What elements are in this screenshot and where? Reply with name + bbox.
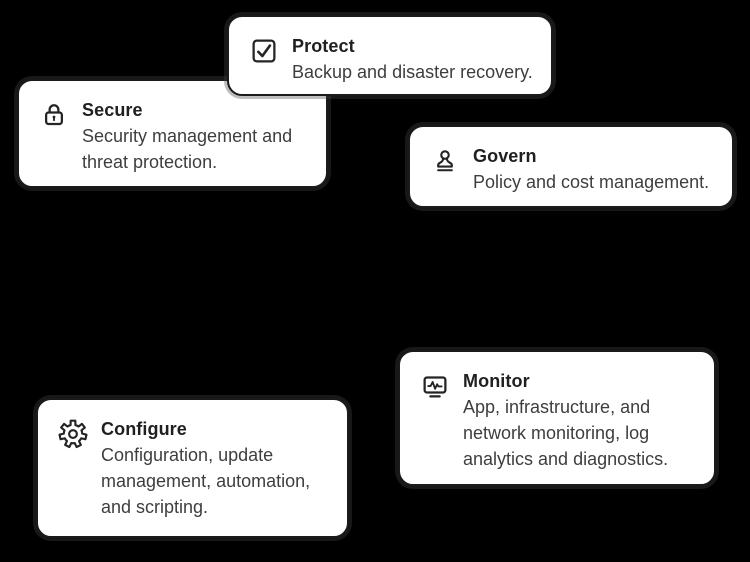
card-text-block: Govern Policy and cost management. xyxy=(473,143,709,195)
checkbox-check-icon xyxy=(249,36,279,66)
card-title: Configure xyxy=(101,419,187,439)
card-text-block: Monitor App, infrastructure, and network… xyxy=(463,368,696,472)
card-description: App, infrastructure, and network monitor… xyxy=(463,397,669,469)
card-description: Security management and threat protectio… xyxy=(82,126,293,172)
card-description: Configuration, update management, automa… xyxy=(101,445,311,517)
card-configure: Configure Configuration, update manageme… xyxy=(36,398,349,538)
card-title: Secure xyxy=(82,100,143,120)
card-description: Backup and disaster recovery. xyxy=(292,62,533,82)
card-title: Govern xyxy=(473,146,537,166)
card-text-block: Configure Configuration, update manageme… xyxy=(101,416,329,520)
monitor-pulse-icon xyxy=(420,371,450,401)
card-monitor: Monitor App, infrastructure, and network… xyxy=(398,350,716,486)
gear-icon xyxy=(58,419,88,449)
card-title: Protect xyxy=(292,36,355,56)
card-title: Monitor xyxy=(463,371,530,391)
card-text-block: Protect Backup and disaster recovery. xyxy=(292,33,533,85)
card-secure: Secure Security management and threat pr… xyxy=(17,79,328,188)
card-protect: Protect Backup and disaster recovery. xyxy=(227,15,553,96)
lock-icon xyxy=(39,100,69,130)
stamp-icon xyxy=(430,146,460,176)
card-govern: Govern Policy and cost management. xyxy=(408,125,734,208)
card-description: Policy and cost management. xyxy=(473,172,710,192)
card-text-block: Secure Security management and threat pr… xyxy=(82,97,308,175)
